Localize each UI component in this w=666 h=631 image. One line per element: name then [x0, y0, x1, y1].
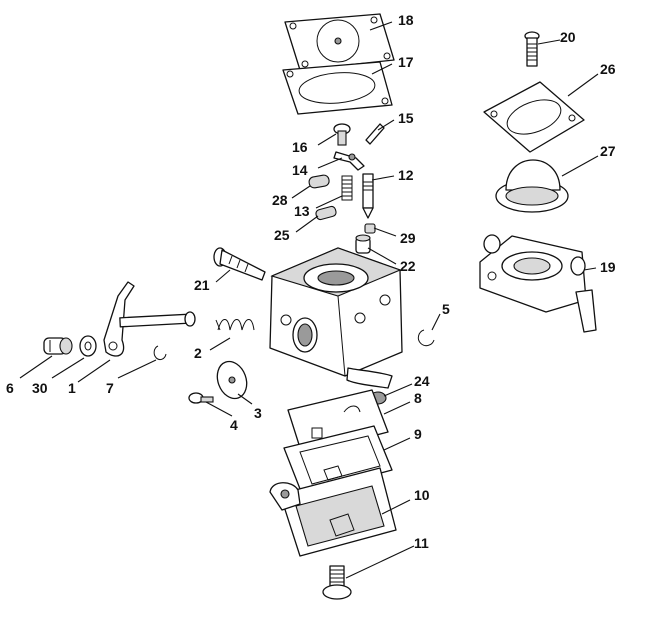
callout-22: 22	[400, 258, 416, 274]
part-30-washer	[79, 335, 97, 357]
callout-10: 10	[414, 487, 430, 503]
part-6-fitting	[43, 337, 73, 355]
part-26-gasket	[483, 81, 585, 153]
part-16-screw	[333, 123, 351, 146]
callout-9: 9	[414, 426, 422, 442]
callout-3: 3	[254, 405, 262, 421]
part-21-adjusting-screw	[213, 247, 266, 281]
part-7-e-clip	[153, 345, 167, 360]
part-3-throttle-plate	[216, 360, 248, 400]
callout-4: 4	[230, 417, 238, 433]
callout-25: 25	[274, 227, 290, 243]
part-18-diaphragm-cover	[284, 13, 395, 71]
callout-2: 2	[194, 345, 202, 361]
callout-24: 24	[414, 373, 430, 389]
callout-12: 12	[398, 167, 414, 183]
part-27-primer-bulb	[495, 159, 569, 213]
callout-7: 7	[106, 380, 114, 396]
part-15-pin	[365, 123, 385, 145]
callout-8: 8	[414, 390, 422, 406]
part-2-spring	[215, 319, 255, 331]
callout-labels: 18 17 16 15 14 12 28 13 25 29 22 21 5 2 …	[6, 12, 616, 551]
callout-21: 21	[194, 277, 210, 293]
callout-27: 27	[600, 143, 616, 159]
callout-6: 6	[6, 380, 14, 396]
callout-26: 26	[600, 61, 616, 77]
part-10-housing-cover	[269, 467, 397, 557]
part-1-throttle-shaft	[103, 281, 196, 357]
callout-17: 17	[398, 54, 414, 70]
part-25-plug	[315, 205, 337, 221]
part-28-plug	[308, 174, 330, 189]
part-22-bushing	[355, 234, 371, 254]
callout-11: 11	[414, 535, 429, 551]
part-17-gasket	[282, 61, 393, 115]
callout-5: 5	[442, 301, 450, 317]
callout-14: 14	[292, 162, 308, 178]
part-29-sleeve	[364, 223, 376, 234]
callout-28: 28	[272, 192, 288, 208]
callout-20: 20	[560, 29, 576, 45]
part-11-screw	[322, 565, 352, 600]
callout-15: 15	[398, 110, 414, 126]
callout-19: 19	[600, 259, 616, 275]
callout-1: 1	[68, 380, 76, 396]
callout-18: 18	[398, 12, 414, 28]
part-12-inlet-needle	[362, 173, 374, 219]
part-5-e-clip	[417, 329, 435, 347]
carburetor-body	[269, 247, 403, 389]
part-19-primer-housing	[479, 234, 597, 333]
callout-13: 13	[294, 203, 310, 219]
part-20-screw	[524, 31, 540, 67]
callout-16: 16	[292, 139, 308, 155]
part-13-spring	[341, 175, 353, 201]
callout-leaders	[19, 21, 599, 579]
callout-30: 30	[32, 380, 48, 396]
part-4-screw	[188, 392, 214, 404]
callout-29: 29	[400, 230, 416, 246]
part-14-lever	[333, 151, 365, 171]
